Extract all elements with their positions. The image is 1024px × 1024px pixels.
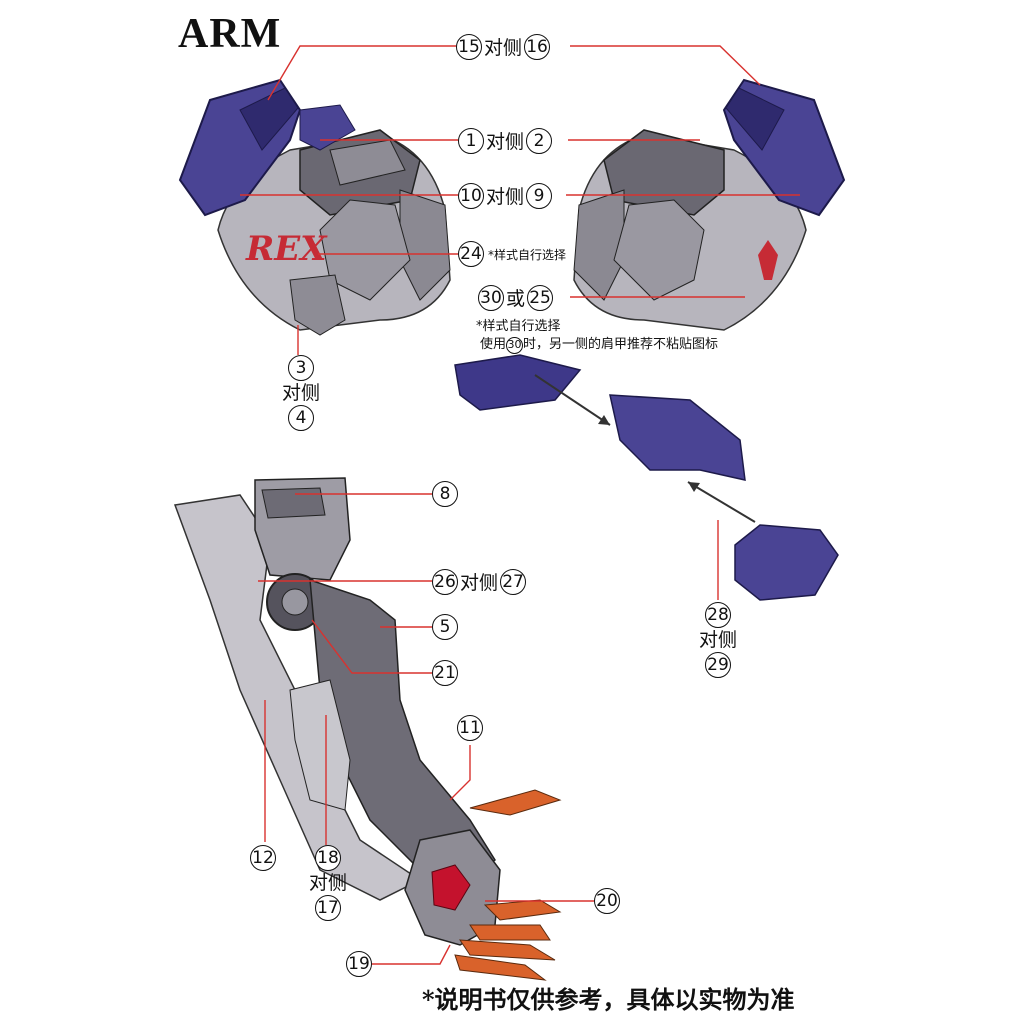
part-number: 18 [315,845,341,871]
style-choice-note: *样式自行选择 [488,247,567,262]
callout-12: 12 [250,845,276,871]
callout-5: 5 [432,614,458,640]
part-number: 19 [346,951,372,977]
callout-1-2: 1 对侧 2 [458,127,553,154]
part-number: 24 [458,241,484,267]
forearm-armor [173,477,562,981]
callout-21: 21 [432,660,458,686]
callout-20: 20 [594,888,620,914]
part-number: 21 [432,660,458,686]
callout-18-17: 18 对侧 17 [307,845,349,921]
part-number: 28 [705,602,731,628]
rex-decal: REX [245,229,328,269]
part-number: 10 [458,182,484,209]
callout-10-9: 10 对侧 9 [458,182,553,209]
part-number: 27 [500,568,527,595]
exploded-shoulder-parts [454,354,839,601]
part-number: 3 [288,355,314,381]
callout-24: 24 *样式自行选择 [458,241,566,267]
note-text: 使用 [480,337,507,352]
part-number: 20 [594,888,620,914]
emblem-decal [758,240,778,280]
opposite-side-label: 对侧 [309,872,348,894]
note-text: 时，另一侧的肩甲推荐不粘贴图标 [523,337,719,352]
part-number: 30 [506,336,524,354]
part-number: 11 [457,715,483,741]
part-number: 16 [524,33,551,60]
callout-30-25: 30 或 25 [478,284,554,311]
opposite-side-label: 对侧 [699,629,738,651]
callout-11: 11 [457,715,483,741]
part-number: 26 [432,568,458,595]
opposite-side-label: 对侧 [282,382,321,404]
part-number: 9 [526,182,553,209]
callout-3-4: 3 对侧 4 [280,355,322,431]
leader-lines [240,45,800,965]
opposite-side-label: 对侧 [484,37,523,59]
page-title: ARM [178,11,282,57]
part-number: 17 [315,895,341,921]
opposite-side-label: 对侧 [486,186,525,208]
callout-26-27: 26 对侧 27 [432,568,527,595]
callout-15-16: 15 对侧 16 [456,33,551,60]
part-number: 1 [458,127,484,154]
part-number: 29 [705,652,731,678]
part-number: 25 [527,284,554,311]
or-label: 或 [506,288,526,310]
callout-8: 8 [432,481,458,507]
part-number: 8 [432,481,458,507]
callout-19: 19 [346,951,372,977]
part-number: 12 [250,845,276,871]
part-number: 15 [456,33,482,60]
part-number: 30 [478,284,504,311]
right-shoulder-armor [573,78,846,331]
part-number: 4 [288,405,314,431]
part-number: 2 [526,127,553,154]
opposite-side-label: 对侧 [460,572,499,594]
opposite-side-label: 对侧 [486,131,525,153]
reference-disclaimer: *说明书仅供参考，具体以实物为准 [422,985,795,1014]
left-shoulder-armor: REX [178,78,451,336]
style-choice-note: *样式自行选择 [476,319,561,334]
part-number: 5 [432,614,458,640]
callout-28-29: 28 对侧 29 [697,602,739,678]
